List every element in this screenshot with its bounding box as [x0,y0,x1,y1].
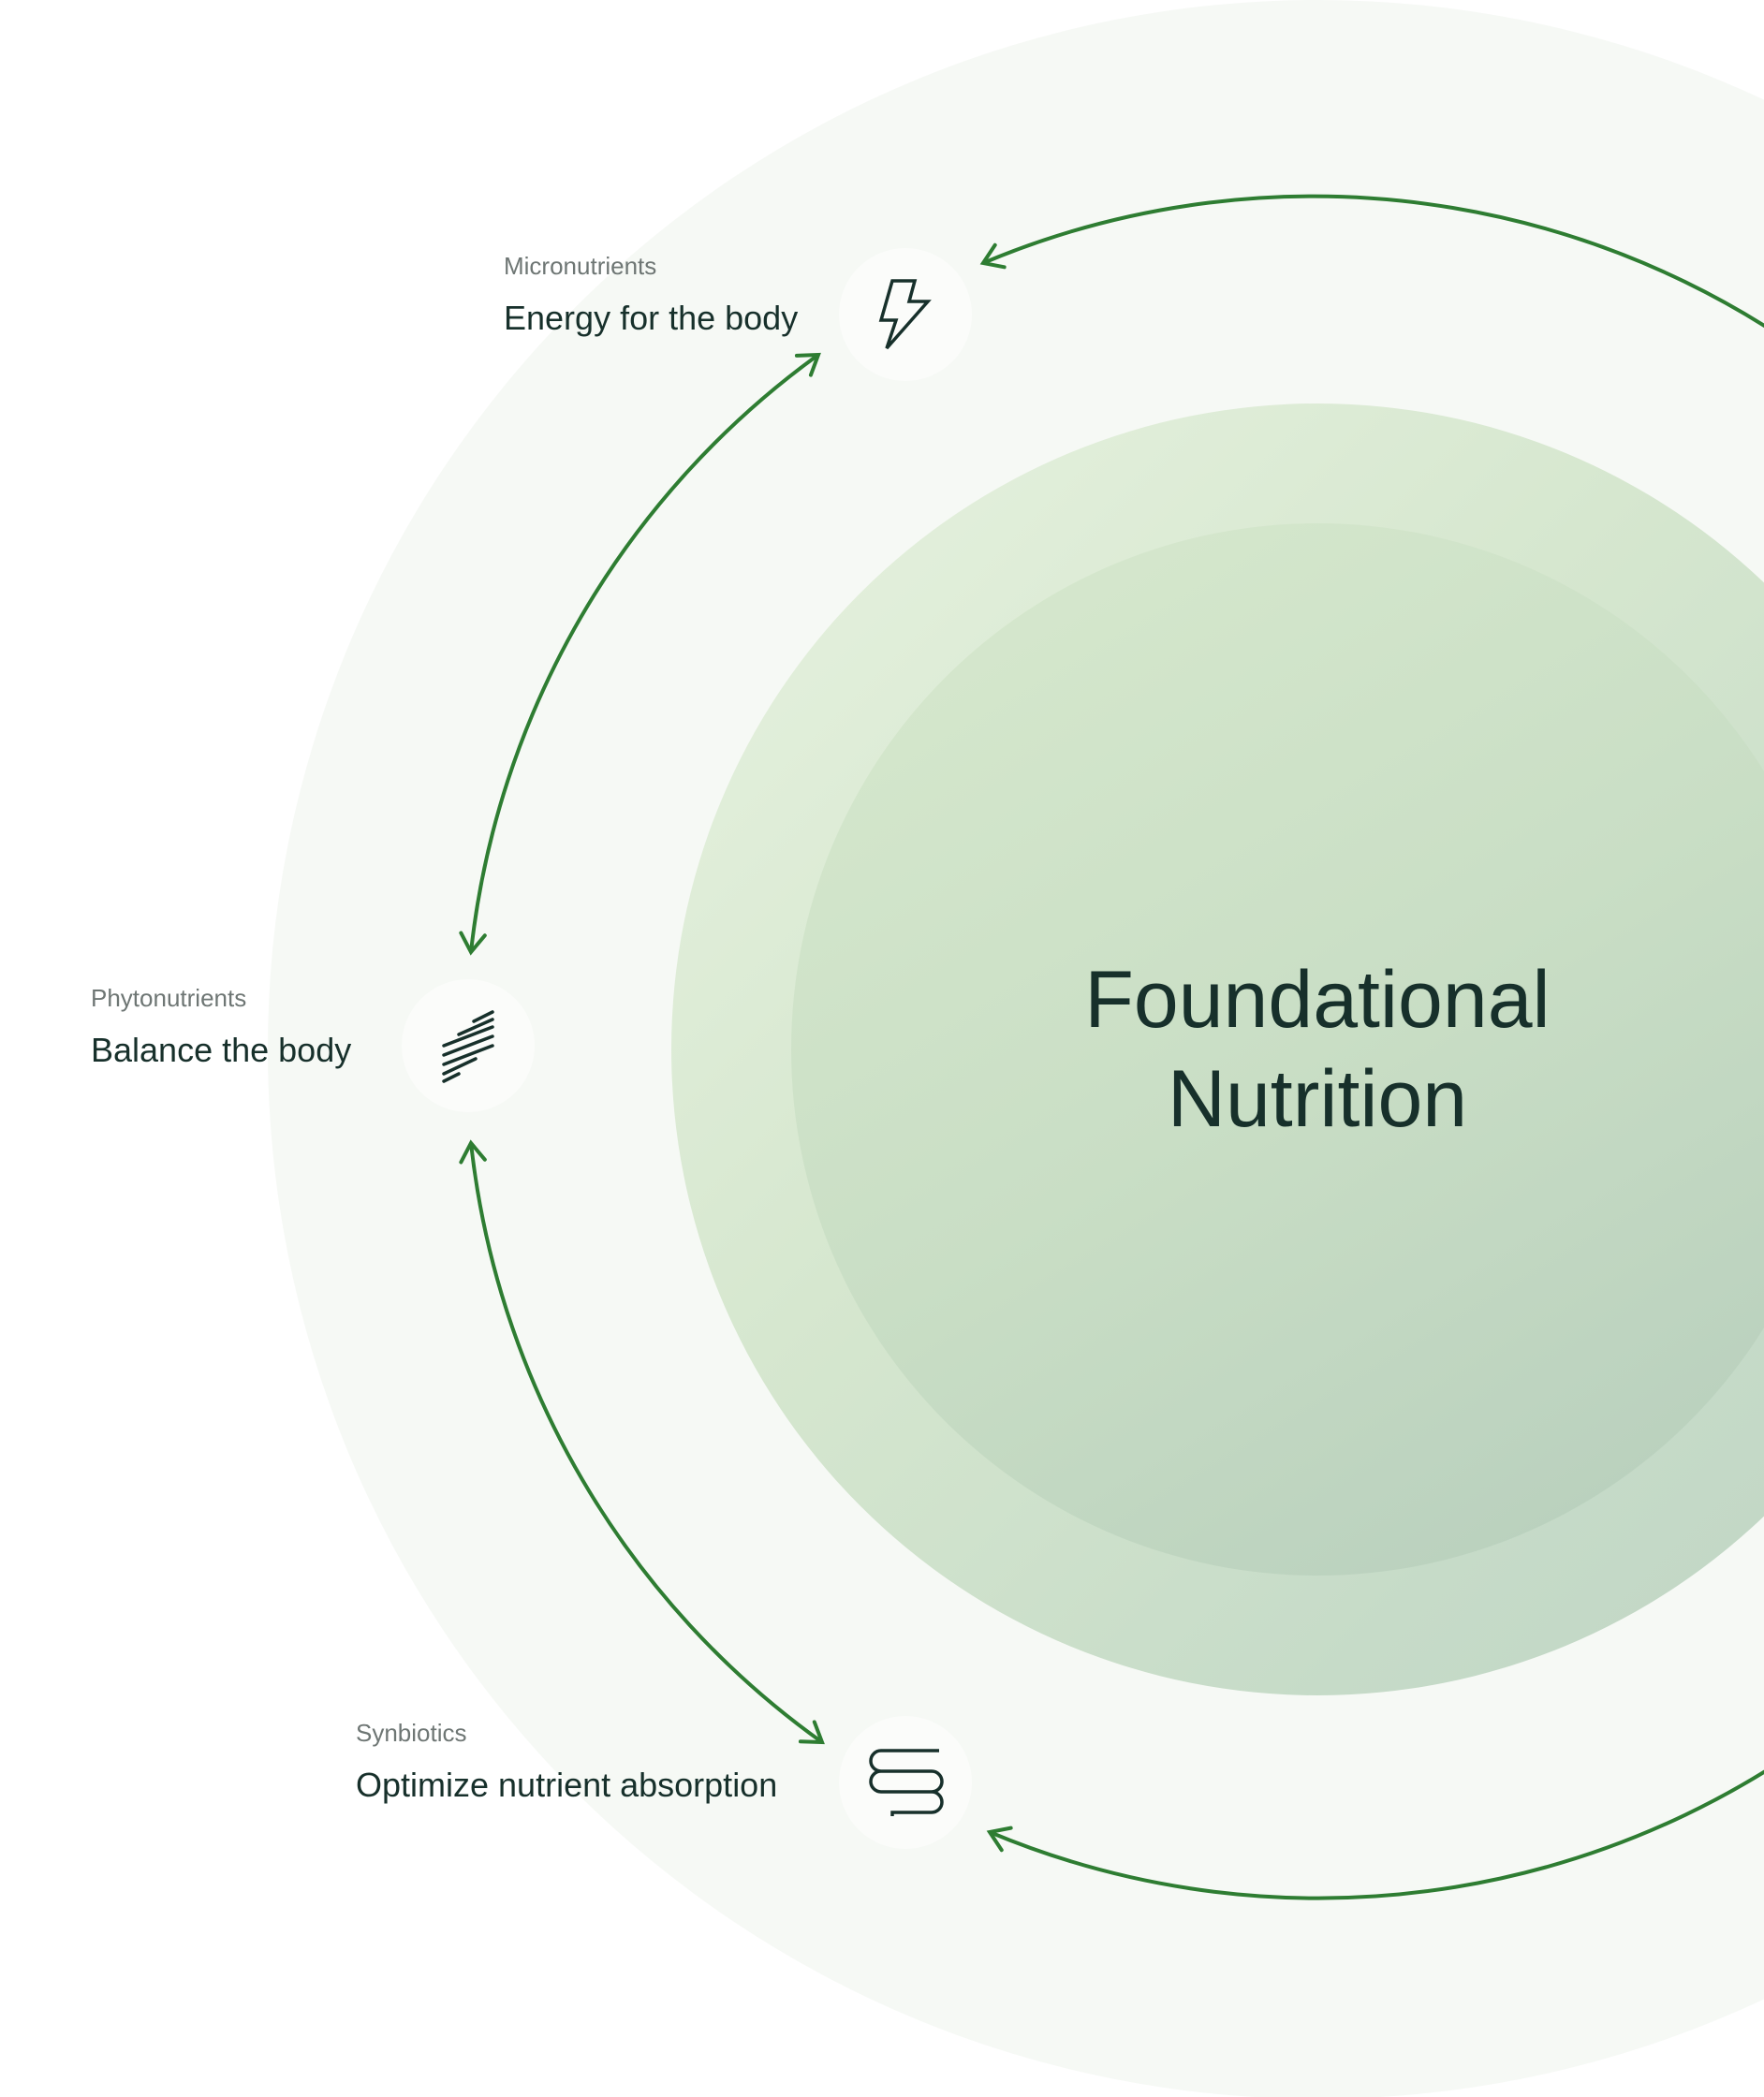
title-line-1: Foundational [1084,955,1551,1045]
category: Micronutrients [504,252,657,280]
phytonutrients-node [402,979,535,1112]
synbiotics-label: Synbiotics Optimize nutrient absorption [356,1718,777,1806]
description: Balance the body [91,1031,352,1069]
synbiotics-node [839,1716,972,1849]
arrow-bottom [986,1769,1764,1900]
category: Synbiotics [356,1719,467,1747]
lightning-icon [878,279,932,350]
micronutrients-node [839,248,972,381]
inner-circle [791,523,1764,1576]
category: Phytonutrients [91,984,247,1012]
center-title: Foundational Nutrition [943,950,1692,1149]
title-line-2: Nutrition [1167,1054,1468,1144]
diagonal-lines-icon [442,1010,494,1083]
micronutrients-label: Micronutrients Energy for the body [504,251,798,339]
intestine-icon [869,1749,944,1816]
description: Energy for the body [504,299,799,337]
phytonutrients-label: Phytonutrients Balance the body [91,983,351,1071]
description: Optimize nutrient absorption [356,1766,778,1804]
arrow-phyto-synbio [459,1139,825,1745]
arrow-micro-phyto [459,352,821,956]
